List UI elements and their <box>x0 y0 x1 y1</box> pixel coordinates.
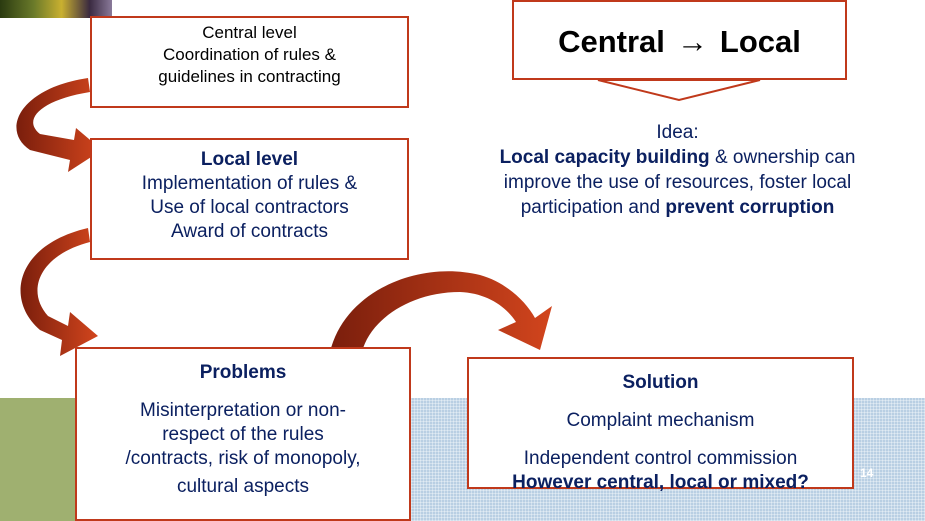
idea-line-1: Local capacity building & ownership can <box>430 145 925 170</box>
curved-arrow-central-to-local <box>16 78 102 172</box>
central-level-title: Central level <box>202 23 297 42</box>
central-level-box: Central level Coordination of rules & gu… <box>90 16 409 108</box>
idea-text-3: participation and <box>520 197 666 218</box>
problems-heading: Problems <box>199 362 287 383</box>
idea-text-block: Idea: Local capacity building & ownershi… <box>430 120 925 220</box>
problems-line-1: Misinterpretation or non- <box>140 400 346 421</box>
local-level-line-1: Implementation of rules & <box>141 173 358 194</box>
header-photo <box>0 0 112 18</box>
idea-line-2: improve the use of resources, foster loc… <box>503 172 852 193</box>
arc-arrow-problems-to-solution <box>330 271 552 352</box>
local-level-heading: Local level <box>200 149 299 170</box>
idea-line-3: participation and prevent corruption <box>430 195 925 220</box>
solution-line-2: Independent control commission <box>523 448 798 469</box>
solution-heading: Solution <box>622 372 699 393</box>
solution-box: Solution Complaint mechanism Independent… <box>467 357 854 493</box>
central-to-local-title: Central → Local <box>514 24 845 60</box>
central-level-line-3: guidelines in contracting <box>158 67 341 86</box>
problems-line-4: cultural aspects <box>176 476 309 497</box>
curved-arrow-local-to-problems <box>20 228 98 356</box>
central-level-line-2: Coordination of rules & <box>163 45 336 64</box>
title-local: Local <box>719 24 801 59</box>
down-arrow-title <box>597 79 761 102</box>
problems-line-3: /contracts, risk of monopoly, <box>125 448 361 469</box>
idea-bold-capacity: Local capacity building <box>499 147 710 168</box>
central-to-local-box: Central → Local <box>512 0 847 80</box>
title-arrow: → <box>676 24 708 59</box>
solution-line-3: However central, local or mixed? <box>512 472 809 493</box>
page-number: 14 <box>860 466 874 480</box>
local-level-line-2: Use of local contractors <box>150 197 349 218</box>
title-central: Central <box>558 24 665 59</box>
local-level-line-3: Award of contracts <box>170 221 328 242</box>
local-level-box: Local level Implementation of rules & Us… <box>90 138 409 260</box>
solution-line-1: Complaint mechanism <box>566 410 755 431</box>
idea-label: Idea: <box>656 122 699 143</box>
problems-box: Problems Misinterpretation or non- respe… <box>75 347 411 521</box>
problems-line-2: respect of the rules <box>162 424 324 445</box>
idea-bold-corruption: prevent corruption <box>665 197 835 218</box>
idea-text-1: & ownership can <box>709 147 856 168</box>
